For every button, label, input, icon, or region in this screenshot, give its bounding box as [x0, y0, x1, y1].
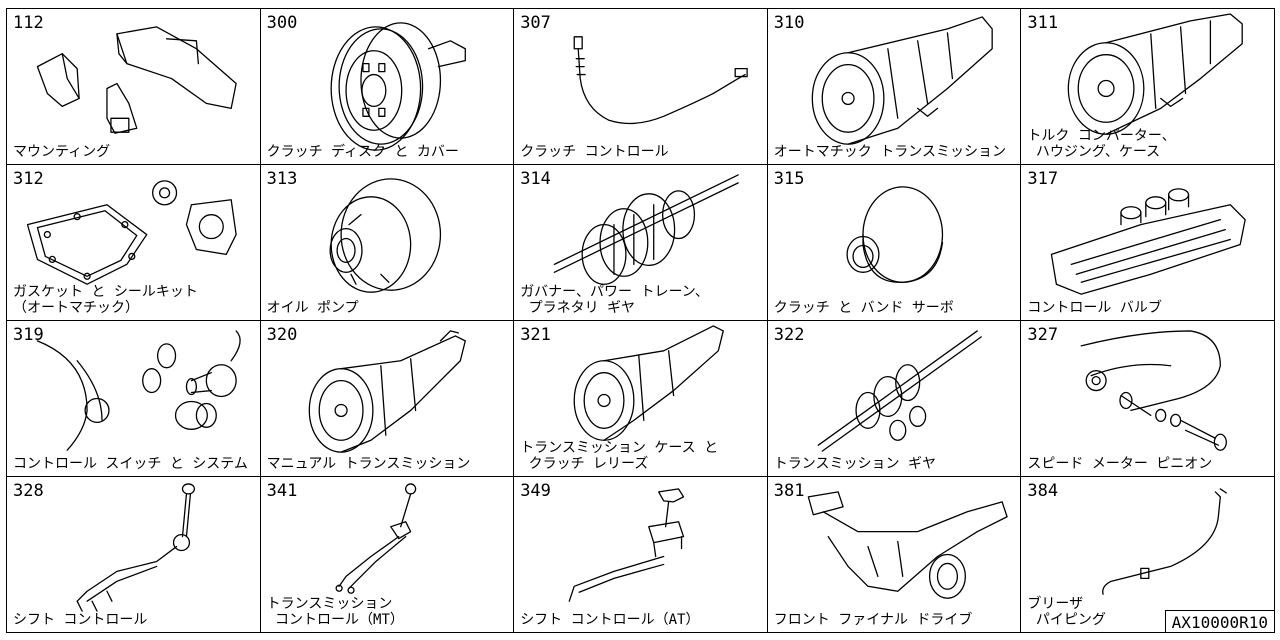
category-label: トランスミッション ケース と クラッチ レリーズ [520, 440, 719, 472]
category-cell-313[interactable]: 313 オイル ポンプ [260, 165, 515, 321]
category-code: 319 [13, 325, 44, 345]
category-label: オイル ポンプ [266, 300, 359, 316]
category-label: ガバナー、パワー トレーン、 プラネタリ ギヤ [520, 284, 709, 316]
category-label: ブリーザ パイピング [1027, 596, 1106, 628]
category-label: オートマチック トランスミッション [773, 144, 1006, 160]
category-code: 307 [520, 13, 551, 33]
category-label: シフト コントロール [13, 612, 148, 628]
category-code: 322 [773, 325, 805, 345]
category-cell-327[interactable]: 327 スピード メーター ピニオン [1021, 321, 1275, 477]
category-label: トルク コンバーター、 ハウジング、ケース [1027, 128, 1176, 160]
category-label: マニュアル トランスミッション [266, 456, 471, 472]
category-code: 321 [520, 325, 551, 345]
control-switch-icon [36, 330, 241, 451]
category-code: 384 [1027, 481, 1059, 501]
clutch-cable-icon [573, 36, 748, 125]
control-valve-icon [1051, 188, 1247, 295]
category-code: 315 [773, 169, 805, 189]
category-code: 313 [266, 169, 298, 189]
band-servo-icon [846, 186, 943, 283]
category-code: 314 [520, 169, 551, 189]
category-code: 327 [1027, 325, 1059, 345]
category-cell-320[interactable]: 320 マニュアル トランスミッション [260, 321, 515, 477]
category-code: 312 [13, 169, 44, 189]
category-code: 349 [520, 481, 551, 501]
category-cell-307[interactable]: 307 クラッチ コントロール [514, 9, 768, 165]
category-code: 311 [1027, 13, 1059, 33]
category-code: 300 [266, 13, 298, 33]
at-shift-icon [568, 488, 685, 602]
category-cell-381[interactable]: 381 フロント ファイナル ドライブ [767, 477, 1022, 633]
category-cell-317[interactable]: 317 コントロール バルブ [1021, 165, 1275, 321]
category-code: 317 [1027, 169, 1059, 189]
category-cell-341[interactable]: 341 トランスミッション コントロール（MT） [260, 477, 515, 633]
final-drive-icon [807, 491, 1008, 599]
category-code: 112 [13, 13, 44, 33]
category-label: コントロール バルブ [1027, 300, 1162, 316]
category-code: 320 [266, 325, 298, 345]
category-cell-315[interactable]: 315 クラッチ と バンド サーボ [767, 165, 1022, 321]
category-cell-319[interactable]: 319 コントロール スイッチ と システム [7, 321, 261, 477]
category-cell-311[interactable]: 311 トルク コンバーター、 ハウジング、ケース [1021, 9, 1275, 165]
category-label: トランスミッション ギヤ [773, 456, 936, 472]
category-code: 381 [773, 481, 805, 501]
category-code: 341 [266, 481, 298, 501]
category-cell-300[interactable]: 300 クラッチ ディスク と カバー [260, 9, 515, 165]
category-code: 328 [13, 481, 44, 501]
manual-transmission-icon [308, 330, 466, 453]
category-label: クラッチ ディスク と カバー [266, 144, 459, 160]
category-label: シフト コントロール（AT） [520, 612, 700, 628]
category-cell-112[interactable]: 112 マウンティング [7, 9, 261, 165]
category-cell-312[interactable]: 312 ガスケット と シールキット （オートマチック） [7, 165, 261, 321]
category-label: スピード メーター ピニオン [1027, 456, 1213, 472]
speedometer-pinion-icon [1080, 330, 1228, 451]
category-code: 310 [773, 13, 805, 33]
category-label: ガスケット と シールキット （オートマチック） [13, 284, 198, 316]
reference-code: AX10000R10 [1164, 610, 1274, 632]
category-label: コントロール スイッチ と システム [13, 456, 248, 472]
category-label: クラッチ コントロール [520, 144, 669, 160]
category-cell-321[interactable]: 321 トランスミッション ケース と クラッチ レリーズ [514, 321, 768, 477]
transmission-gear-icon [817, 330, 982, 452]
category-cell-384[interactable]: 384 ブリーザ パイピング [1021, 477, 1275, 633]
category-cell-328[interactable]: 328 シフト コントロール [7, 477, 261, 633]
clutch-disc-icon [330, 22, 466, 151]
mounting-icon [36, 26, 237, 134]
oil-pump-icon [329, 178, 441, 293]
category-cell-322[interactable]: 322 トランスミッション ギヤ [767, 321, 1022, 477]
category-label: マウンティング [13, 144, 111, 160]
category-label: フロント ファイナル ドライブ [773, 612, 973, 628]
parts-catalog-grid: 112 マウンティング 300 クラッチ ディスク と カバー [6, 8, 1275, 633]
category-cell-349[interactable]: 349 シフト コントロール（AT） [514, 477, 768, 633]
category-label: トランスミッション コントロール（MT） [266, 596, 404, 628]
shift-lever-icon [76, 483, 196, 612]
category-cell-314[interactable]: 314 ガバナー、パワー トレーン、 プラネタリ ギヤ [514, 165, 768, 321]
category-cell-310[interactable]: 310 オートマチック トランスミッション [767, 9, 1022, 165]
automatic-transmission-icon [811, 16, 993, 145]
category-label: クラッチ と バンド サーボ [773, 300, 954, 316]
